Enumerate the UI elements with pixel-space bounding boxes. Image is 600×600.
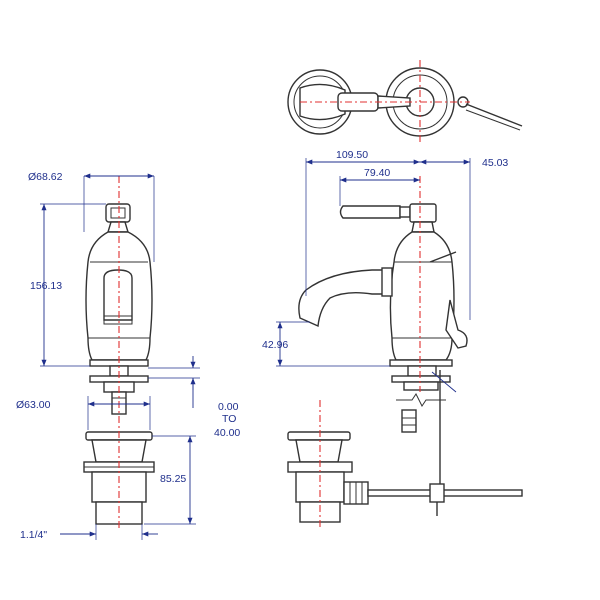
side-dimensions: 109.50 45.03 79.40 42.96 [262, 149, 508, 367]
dim-lever-projection: 45.03 [482, 157, 508, 169]
dim-deck-max: 40.00 [214, 427, 240, 439]
side-cartridge-top [409, 203, 437, 223]
side-body [389, 231, 455, 361]
side-waste-flange [287, 431, 351, 441]
side-rod-clip [429, 483, 445, 503]
top-view-spout [299, 83, 346, 121]
top-view-popup-rod [465, 103, 523, 127]
side-waste-rod [367, 489, 523, 497]
top-view [287, 60, 523, 145]
side-handle [339, 205, 401, 219]
dim-projection: 109.50 [336, 149, 368, 161]
side-shank [401, 409, 417, 433]
dim-waste-thread: 1.1/4" [20, 529, 47, 541]
side-base [389, 359, 453, 367]
side-popup-lever [445, 299, 468, 349]
dim-handle-offset: 79.40 [364, 167, 390, 179]
dim-deck-min: 0.00 [218, 401, 239, 413]
front-dimensions: Ø68.62 156.13 Ø63.00 0.00 TO 40.00 85.25… [16, 171, 240, 541]
front-spout-opening [103, 269, 133, 321]
dim-base-diameter: Ø63.00 [16, 399, 51, 411]
side-view [287, 176, 523, 530]
dim-deck-to: TO [222, 413, 236, 425]
side-spout [298, 269, 391, 328]
dim-body-diameter: Ø68.62 [28, 171, 63, 183]
dim-spout-height: 42.96 [262, 339, 288, 351]
front-view [83, 176, 155, 530]
dim-waste-length: 85.25 [160, 473, 186, 485]
dim-body-height: 156.13 [30, 280, 62, 292]
front-handle-knob [105, 203, 131, 223]
